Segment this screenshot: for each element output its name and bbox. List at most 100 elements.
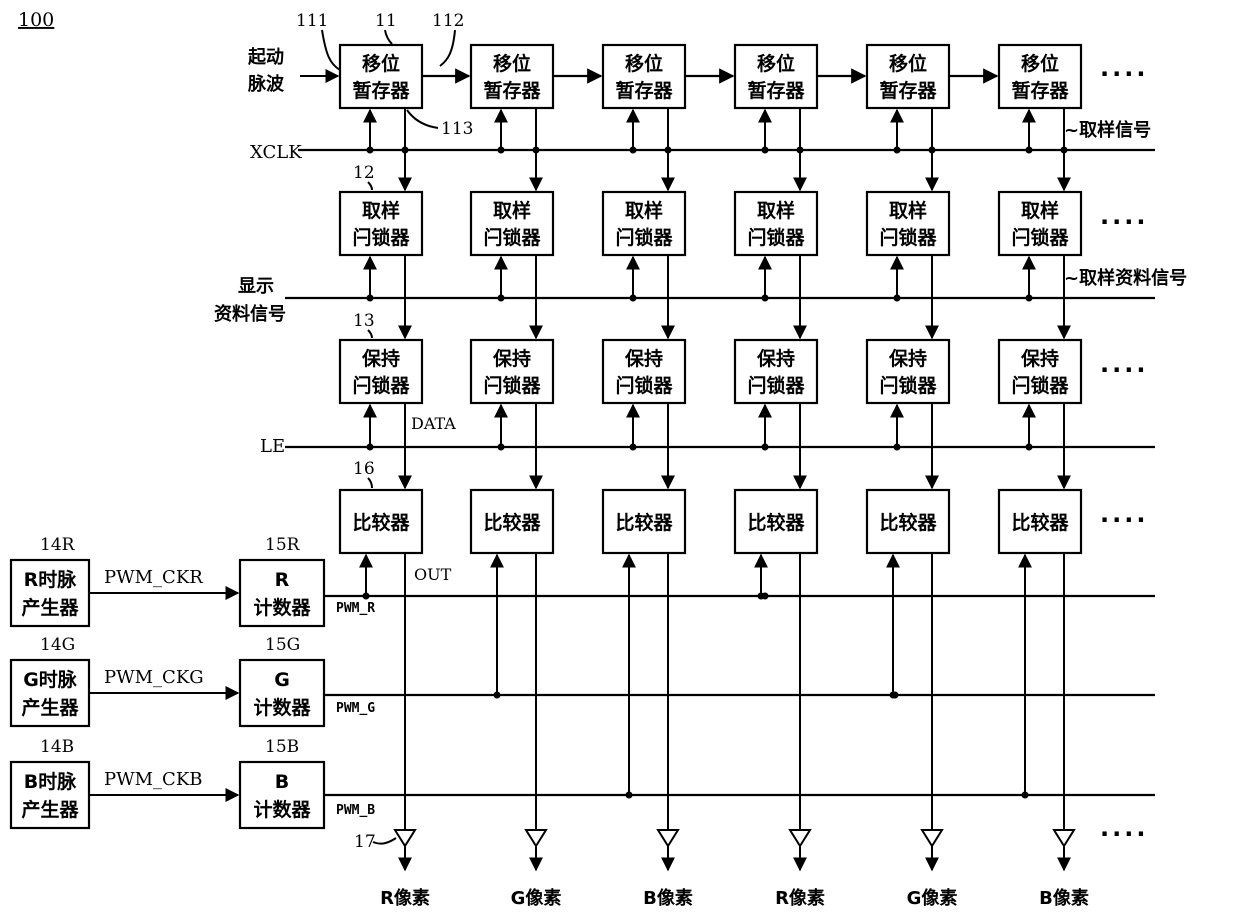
pwm-junction	[363, 593, 370, 600]
bus-junction	[1026, 295, 1033, 302]
bus-junction	[498, 295, 505, 302]
output-buffer-2	[526, 830, 546, 846]
generator-label-bottom: 产生器	[21, 798, 79, 821]
comparator-label: 比较器	[747, 511, 805, 534]
sample-latch-label-top: 取样	[757, 199, 795, 222]
ref-11: 11	[375, 11, 397, 31]
xclk-crossing	[665, 147, 672, 154]
clock-signal-label: PWM_CKG	[104, 667, 204, 688]
sample-latch-label-top: 取样	[889, 199, 927, 222]
pwm-junction	[626, 792, 633, 799]
ref-113-leader	[407, 110, 438, 128]
ref-12: 12	[353, 163, 375, 183]
ref-111-leader	[322, 30, 340, 70]
start-pulse-label-line1: 起动	[247, 46, 284, 68]
shift-register-label-top: 移位	[625, 52, 663, 75]
counter-ref: 15B	[265, 737, 299, 757]
counter-label-bottom: 计数器	[253, 696, 311, 719]
ref-leader	[368, 478, 372, 488]
comparator-label: 比较器	[352, 511, 410, 534]
hold-latch-label-bottom: 闩锁器	[747, 374, 805, 397]
bus-junction	[498, 444, 505, 451]
shift-register-label-bottom: 暂存器	[747, 79, 805, 102]
sample-latch-label-bottom: 闩锁器	[879, 226, 937, 249]
continuation-dots: ····	[1100, 208, 1148, 236]
hold-latch-label-top: 保持	[756, 347, 795, 370]
ref-leader	[368, 330, 372, 338]
hold-latch-label-bottom: 闩锁器	[615, 374, 673, 397]
sample-latch-label-bottom: 闩锁器	[615, 226, 673, 249]
generator-label-top: G时脉	[23, 668, 78, 691]
figure-number: 100	[18, 9, 54, 31]
display-data-label-line2: 资料信号	[214, 303, 286, 325]
hold-latch-label-top: 保持	[1020, 347, 1059, 370]
pixel-label-1: R像素	[380, 888, 430, 909]
ref-17-leader	[373, 838, 396, 844]
start-pulse-label-line2: 脉波	[247, 73, 285, 95]
output-buffer-4	[790, 830, 810, 846]
out-label: OUT	[414, 565, 452, 584]
sample-latch-label-bottom: 闩锁器	[483, 226, 541, 249]
counter-label-bottom: 计数器	[253, 798, 311, 821]
sample-data-signal-label: ~取样资料信号	[1064, 267, 1187, 289]
comparator-label: 比较器	[879, 511, 937, 534]
pixel-label-5: G像素	[907, 888, 958, 909]
shift-register-label-bottom: 暂存器	[879, 79, 937, 102]
bus-junction	[1026, 147, 1033, 154]
bus-junction	[894, 295, 901, 302]
bus-junction	[1026, 444, 1033, 451]
diagram-body: 移位暂存器取样闩锁器保持闩锁器比较器R像素移位暂存器取样闩锁器保持闩锁器比较器G…	[11, 45, 1155, 909]
ref-111: 111	[296, 11, 328, 31]
counter-label-bottom: 计数器	[253, 596, 311, 619]
ref-13: 13	[353, 311, 375, 331]
ref-113: 113	[441, 119, 473, 139]
bus-junction	[894, 147, 901, 154]
output-buffer-6	[1054, 830, 1074, 846]
hold-latch-label-bottom: 闩锁器	[1011, 374, 1069, 397]
counter-label-top: G	[274, 669, 290, 691]
output-buffer-1	[395, 830, 415, 846]
pwm-output-label: PWM_B	[336, 803, 375, 818]
shift-register-label-top: 移位	[362, 52, 400, 75]
ref-leader	[368, 182, 372, 190]
generator-label-bottom: 产生器	[21, 696, 79, 719]
bus-junction	[367, 444, 374, 451]
sample-latch-label-bottom: 闩锁器	[1011, 226, 1069, 249]
continuation-dots: ····	[1100, 820, 1148, 848]
sample-latch-label-top: 取样	[362, 199, 400, 222]
xclk-crossing	[1061, 147, 1068, 154]
pixel-label-6: B像素	[1039, 888, 1089, 909]
display-data-label-line1: 显示	[238, 276, 274, 297]
bus-junction	[894, 444, 901, 451]
continuation-dots: ····	[1100, 60, 1148, 88]
pwm-junction	[494, 692, 501, 699]
shift-register-label-top: 移位	[1021, 52, 1059, 75]
counter-ref: 15R	[265, 535, 301, 555]
xclk-crossing	[533, 147, 540, 154]
ref-112: 112	[432, 11, 464, 31]
bus-junction	[762, 147, 769, 154]
xclk-crossing	[402, 147, 409, 154]
ref-17: 17	[354, 832, 376, 852]
ref-112-leader	[440, 30, 455, 66]
hold-latch-label-top: 保持	[492, 347, 531, 370]
pwm-g-junction	[892, 692, 899, 699]
bus-junction	[367, 147, 374, 154]
generator-ref: 14R	[40, 535, 76, 555]
data-label: DATA	[411, 414, 456, 433]
bus-junction	[630, 147, 637, 154]
pixel-label-3: B像素	[643, 888, 693, 909]
pwm-output-label: PWM_G	[336, 701, 375, 716]
hold-latch-label-top: 保持	[888, 347, 927, 370]
hold-latch-label-bottom: 闩锁器	[483, 374, 541, 397]
clock-signal-label: PWM_CKB	[104, 769, 203, 790]
comparator-label: 比较器	[483, 511, 541, 534]
clock-signal-label: PWM_CKR	[104, 567, 203, 588]
generator-ref: 14G	[40, 635, 75, 655]
ref-16: 16	[353, 459, 375, 479]
hold-latch-label-bottom: 闩锁器	[352, 374, 410, 397]
hold-latch-label-top: 保持	[624, 347, 663, 370]
generator-ref: 14B	[40, 737, 74, 757]
